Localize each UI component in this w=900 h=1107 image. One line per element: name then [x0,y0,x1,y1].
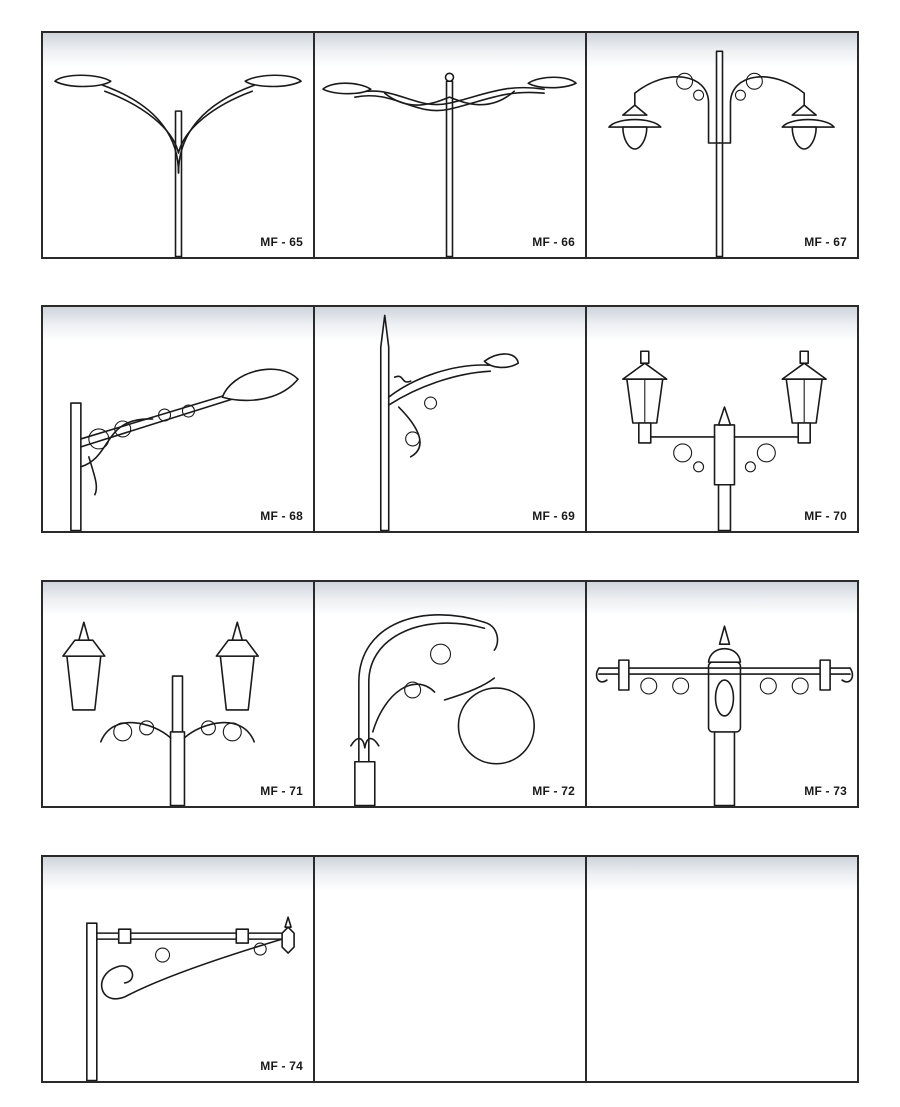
product-card-mf-65[interactable]: MF - 65 [43,33,313,257]
product-code: MF - 66 [532,235,575,249]
ornate-crossbar-pole-icon [595,625,854,806]
twin-square-lantern-pole-icon [62,621,259,806]
product-code: MF - 69 [532,509,575,523]
product-code: MF - 73 [804,784,847,798]
product-card-mf-72[interactable]: MF - 72 [313,582,585,806]
twin-arm-street-lamp-icon [54,74,302,257]
twin-bell-lantern-pole-icon [608,50,835,257]
product-code: MF - 65 [260,235,303,249]
product-card-mf-66[interactable]: MF - 66 [313,33,585,257]
empty-card [585,857,857,1081]
product-code: MF - 71 [260,784,303,798]
twin-carriage-lantern-pole-icon [622,350,827,531]
product-card-mf-73[interactable]: MF - 73 [585,582,857,806]
product-code: MF - 68 [260,509,303,523]
product-card-mf-67[interactable]: MF - 67 [585,33,857,257]
product-code: MF - 70 [804,509,847,523]
scroll-arm-street-lamp-icon [379,314,520,531]
product-card-mf-69[interactable]: MF - 69 [313,307,585,531]
catalog-row-2: MF - 68 MF - 69 MF - 70 [41,305,859,533]
product-card-mf-68[interactable]: MF - 68 [43,307,313,531]
product-card-mf-74[interactable]: MF - 74 [43,857,313,1081]
catalog-row-1: MF - 65 MF - 66 MF - 67 [41,31,859,259]
product-card-mf-70[interactable]: MF - 70 [585,307,857,531]
empty-card [313,857,585,1081]
product-card-mf-71[interactable]: MF - 71 [43,582,313,806]
catalog-row-3: MF - 71 MF - 72 MF - 73 [41,580,859,808]
wall-scroll-bracket-icon [86,916,295,1081]
product-code: MF - 74 [260,1059,303,1073]
globe-scroll-arm-lamp-icon [350,614,535,806]
product-code: MF - 67 [804,235,847,249]
twin-arm-wave-street-lamp-icon [322,72,577,257]
product-code: MF - 72 [532,784,575,798]
wall-bracket-street-lamp-icon [70,368,299,531]
catalog-row-4: MF - 74 [41,855,859,1083]
